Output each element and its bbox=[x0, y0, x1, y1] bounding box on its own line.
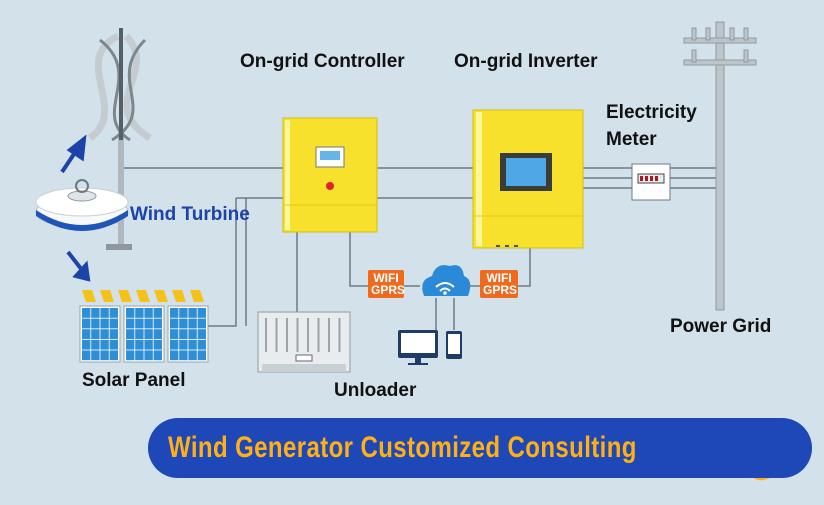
cloud-icon bbox=[422, 265, 471, 296]
power-pole-icon bbox=[683, 21, 757, 311]
unloader-label: Unloader bbox=[334, 380, 417, 401]
consulting-banner[interactable]: Wind Generator Customized Consulting bbox=[148, 418, 812, 478]
grid-label: Power Grid bbox=[670, 316, 772, 337]
badge-line-gprs: GPRS bbox=[371, 283, 406, 297]
arrow-up-icon bbox=[60, 134, 87, 174]
solar-label: Solar Panel bbox=[82, 370, 186, 391]
turbine-label: Wind Turbine bbox=[130, 204, 250, 225]
solar-panel-icon bbox=[79, 305, 209, 363]
inverter-device bbox=[472, 109, 584, 249]
controller-label: On-grid Controller bbox=[240, 51, 405, 72]
badge-line-wifi: WIFI bbox=[486, 271, 512, 285]
banner-text: Wind Generator Customized Consulting bbox=[168, 431, 637, 464]
meter-label-line1: Electricity bbox=[606, 102, 697, 123]
meter-label-line2: Meter bbox=[606, 129, 657, 150]
badge-line-gprs: GPRS bbox=[483, 283, 518, 297]
wifi-gprs-badge-right: WIFI GPRS bbox=[480, 270, 518, 298]
generator-icon bbox=[35, 179, 129, 231]
controller-device bbox=[282, 117, 378, 233]
wifi-gprs-badge-left: WIFI GPRS bbox=[368, 270, 406, 298]
computer-monitor-icon bbox=[398, 330, 438, 365]
electricity-meter-icon bbox=[631, 163, 671, 201]
inverter-label: On-grid Inverter bbox=[454, 51, 598, 72]
wind-turbine-icon bbox=[87, 28, 152, 250]
unloader-icon bbox=[257, 311, 351, 373]
sunlight-icon bbox=[82, 290, 204, 302]
smartphone-icon bbox=[446, 331, 462, 359]
arrow-down-icon bbox=[66, 250, 91, 282]
badge-line-wifi: WIFI bbox=[373, 271, 399, 285]
